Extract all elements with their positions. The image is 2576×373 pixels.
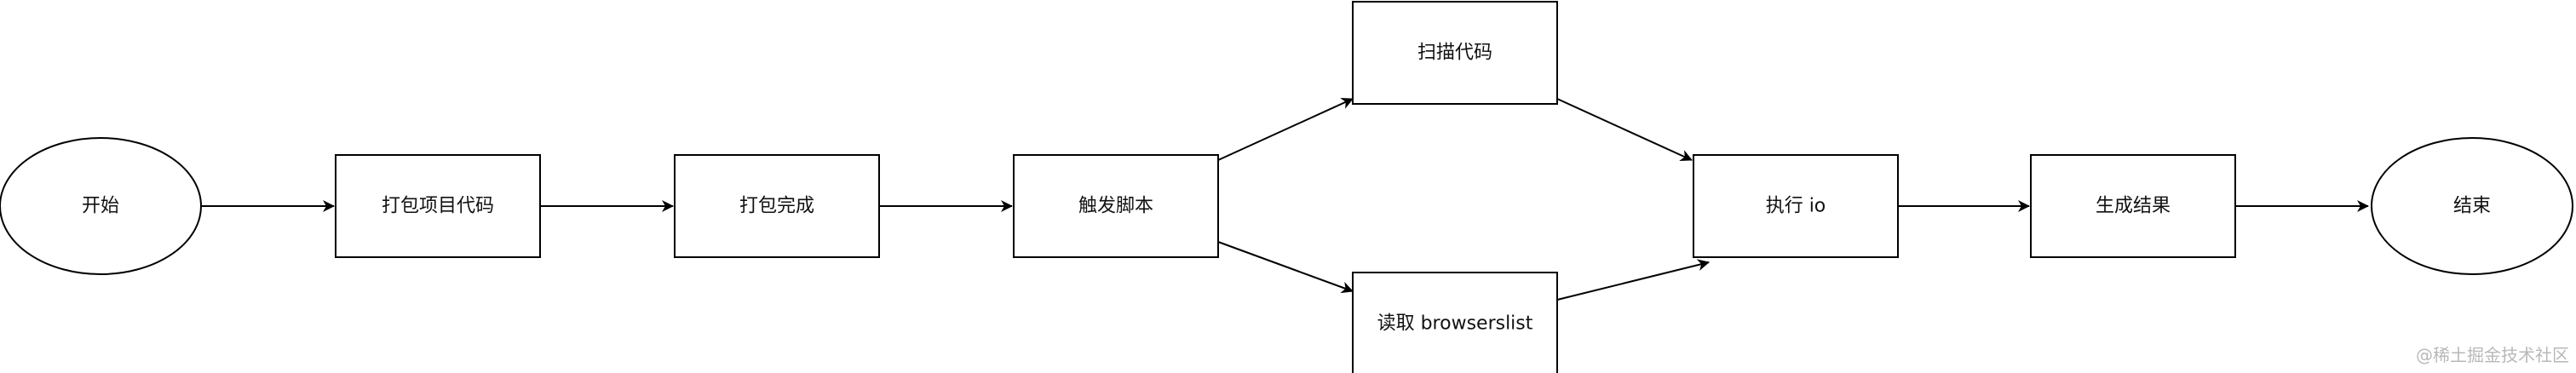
- edge-trigger-to-scan: [1217, 98, 1354, 161]
- edge-read-to-execute: [1556, 259, 1710, 301]
- node-package-done-label: 打包完成: [739, 196, 814, 217]
- node-scan-code-label: 扫描代码: [1417, 43, 1492, 64]
- node-execute-io: 执行 io: [1693, 154, 1899, 258]
- node-generate-result-label: 生成结果: [2096, 196, 2171, 217]
- node-generate-result: 生成结果: [2030, 154, 2236, 258]
- node-end: 结束: [2371, 137, 2573, 275]
- node-start-label: 开始: [82, 196, 119, 217]
- node-package-code: 打包项目代码: [335, 154, 541, 258]
- node-package-code-label: 打包项目代码: [382, 196, 494, 217]
- node-end-label: 结束: [2453, 196, 2491, 217]
- watermark-text: @稀土掘金技术社区: [2416, 345, 2569, 365]
- node-package-done: 打包完成: [674, 154, 880, 258]
- node-trigger-script-label: 触发脚本: [1078, 196, 1153, 217]
- node-execute-io-label: 执行 io: [1766, 196, 1826, 217]
- edge-scan-to-execute: [1556, 98, 1693, 161]
- node-read-browserslist-label: 读取 browserslist: [1377, 313, 1533, 335]
- node-start: 开始: [0, 137, 202, 275]
- node-scan-code: 扫描代码: [1352, 1, 1558, 105]
- edge-trigger-to-read: [1217, 241, 1354, 294]
- node-read-browserslist: 读取 browserslist: [1352, 272, 1558, 373]
- node-trigger-script: 触发脚本: [1013, 154, 1219, 258]
